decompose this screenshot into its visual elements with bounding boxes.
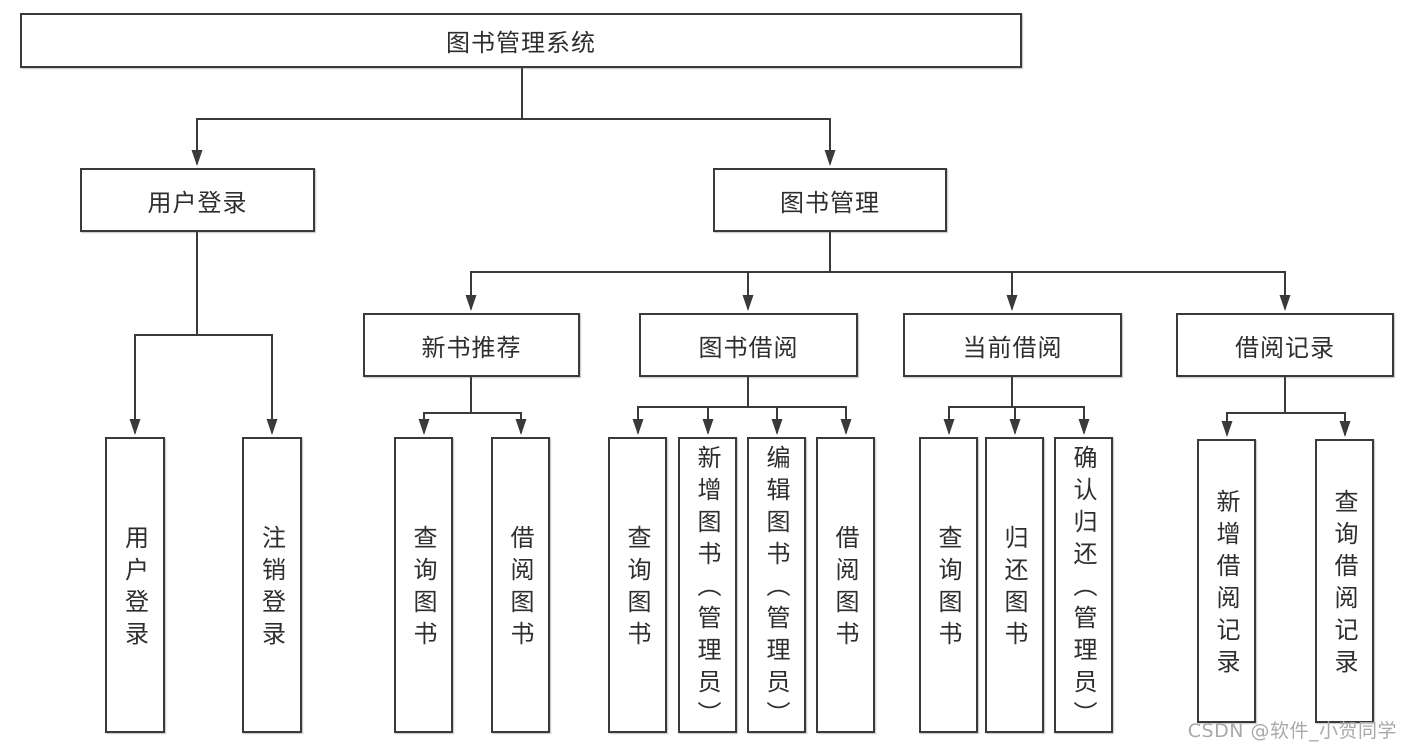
leaf-records-add-record: 新增借阅记录 bbox=[1197, 439, 1256, 723]
leaf-label: 编辑图书（管理员） bbox=[762, 445, 790, 733]
leaf-label: 用户登录 bbox=[120, 525, 149, 653]
node-current-borrowing: 当前借阅 bbox=[903, 313, 1122, 377]
leaf-label: 新增借阅记录 bbox=[1212, 489, 1240, 681]
leaf-label: 注销登录 bbox=[257, 525, 286, 653]
node-borrowing-records: 借阅记录 bbox=[1176, 313, 1394, 377]
leaf-label: 查询图书 bbox=[409, 525, 437, 653]
csdn-watermark: CSDN @软件_小贺同学 bbox=[1187, 720, 1397, 742]
leaf-label: 新增图书（管理员） bbox=[693, 445, 721, 733]
leaf-borrow-query-books: 查询图书 bbox=[608, 437, 667, 733]
leaf-label: 查询图书 bbox=[934, 525, 962, 653]
leaf-label: 查询图书 bbox=[623, 525, 651, 653]
leaf-current-confirm-return-admin: 确认归还（管理员） bbox=[1054, 437, 1113, 733]
leaf-current-return-books: 归还图书 bbox=[985, 437, 1044, 733]
leaf-label: 借阅图书 bbox=[831, 525, 859, 653]
leaf-newbook-borrow-books: 借阅图书 bbox=[491, 437, 550, 733]
node-book-borrowing: 图书借阅 bbox=[639, 313, 858, 377]
node-root-system: 图书管理系统 bbox=[20, 13, 1022, 68]
node-new-book-recommend: 新书推荐 bbox=[363, 313, 580, 377]
leaf-label: 归还图书 bbox=[1000, 525, 1028, 653]
leaf-current-query-books: 查询图书 bbox=[919, 437, 978, 733]
node-book-management: 图书管理 bbox=[713, 168, 947, 232]
leaf-borrow-add-books-admin: 新增图书（管理员） bbox=[678, 437, 737, 733]
leaf-label: 查询借阅记录 bbox=[1330, 489, 1358, 681]
leaf-user-login: 用户登录 bbox=[105, 437, 165, 733]
leaf-label: 借阅图书 bbox=[506, 525, 534, 653]
leaf-records-query-record: 查询借阅记录 bbox=[1315, 439, 1374, 723]
leaf-borrow-borrow-books: 借阅图书 bbox=[816, 437, 875, 733]
leaf-newbook-query-books: 查询图书 bbox=[394, 437, 453, 733]
leaf-borrow-edit-books-admin: 编辑图书（管理员） bbox=[747, 437, 806, 733]
leaf-logout: 注销登录 bbox=[242, 437, 302, 733]
leaf-label: 确认归还（管理员） bbox=[1069, 445, 1097, 733]
node-user-login: 用户登录 bbox=[80, 168, 315, 232]
